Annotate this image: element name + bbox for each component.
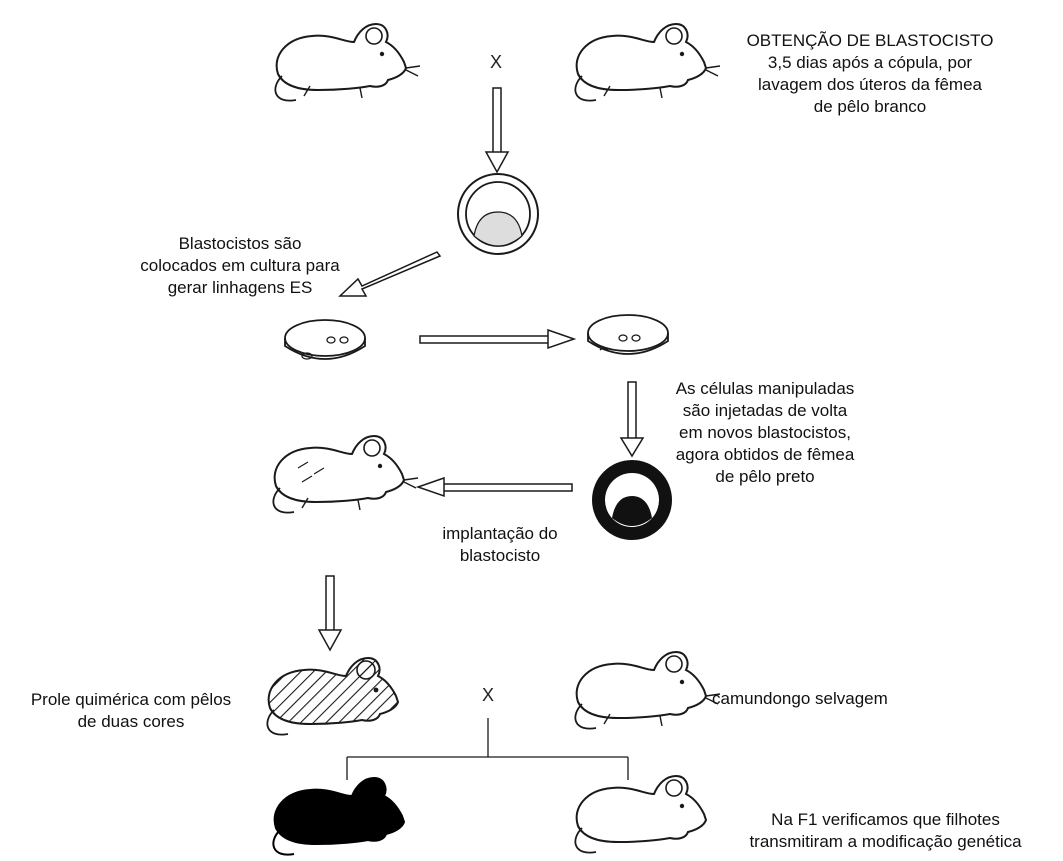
- label-line: blastocisto: [410, 545, 590, 567]
- label-line: colocados em cultura para: [110, 255, 370, 277]
- label-culture: Blastocistos são colocados em cultura pa…: [110, 233, 370, 299]
- label-implant: implantação do blastocisto: [410, 523, 590, 567]
- label-line: implantação do: [410, 523, 590, 545]
- label-line: 3,5 dias após a cópula, por: [700, 52, 1040, 74]
- label-injected: As células manipuladas são injetadas de …: [640, 378, 890, 488]
- label-line: de pêlo preto: [640, 466, 890, 488]
- arrow-between-dishes: [420, 330, 574, 348]
- label-line: de duas cores: [0, 711, 262, 733]
- f1-mouse-black: [273, 778, 404, 855]
- cross-symbol-bottom: X: [482, 685, 494, 706]
- label-line: OBTENÇÃO DE BLASTOCISTO: [700, 30, 1040, 52]
- label-line: Prole quimérica com pêlos: [0, 689, 262, 711]
- arrow-down-3: [319, 576, 341, 650]
- label-line: As células manipuladas: [640, 378, 890, 400]
- label-wild: camundongo selvagem: [712, 688, 982, 710]
- label-line: de pêlo branco: [700, 96, 1040, 118]
- culture-dish-left: [285, 320, 365, 359]
- parent-mouse-left: [275, 24, 420, 101]
- recipient-mouse: [273, 436, 418, 513]
- label-line: são injetadas de volta: [640, 400, 890, 422]
- label-line: Blastocistos são: [110, 233, 370, 255]
- label-line: Na F1 verificamos que filhotes: [708, 809, 1063, 831]
- chimeric-mouse: [267, 658, 398, 735]
- label-line: transmitiram a modificação genética: [708, 831, 1063, 853]
- label-line: lavagem dos úteros da fêmea: [700, 74, 1040, 96]
- label-line: em novos blastocistos,: [640, 422, 890, 444]
- label-line: gerar linhagens ES: [110, 277, 370, 299]
- cross-symbol-top: X: [490, 52, 502, 73]
- f1-mouse-white: [575, 776, 706, 853]
- label-line: agora obtidos de fêmea: [640, 444, 890, 466]
- f1-bracket: [347, 718, 628, 780]
- parent-mouse-right: [575, 24, 720, 101]
- label-line: camundongo selvagem: [712, 688, 982, 710]
- label-blastocyst-obtain: OBTENÇÃO DE BLASTOCISTO 3,5 dias após a …: [700, 30, 1040, 118]
- culture-dish-right: [588, 315, 668, 354]
- arrow-down-1: [486, 88, 508, 172]
- arrow-implant: [418, 478, 572, 496]
- label-f1: Na F1 verificamos que filhotes transmiti…: [708, 809, 1063, 853]
- label-chimera: Prole quimérica com pêlos de duas cores: [0, 689, 262, 733]
- blastocyst-light: [458, 174, 538, 254]
- wild-mouse: [575, 652, 720, 729]
